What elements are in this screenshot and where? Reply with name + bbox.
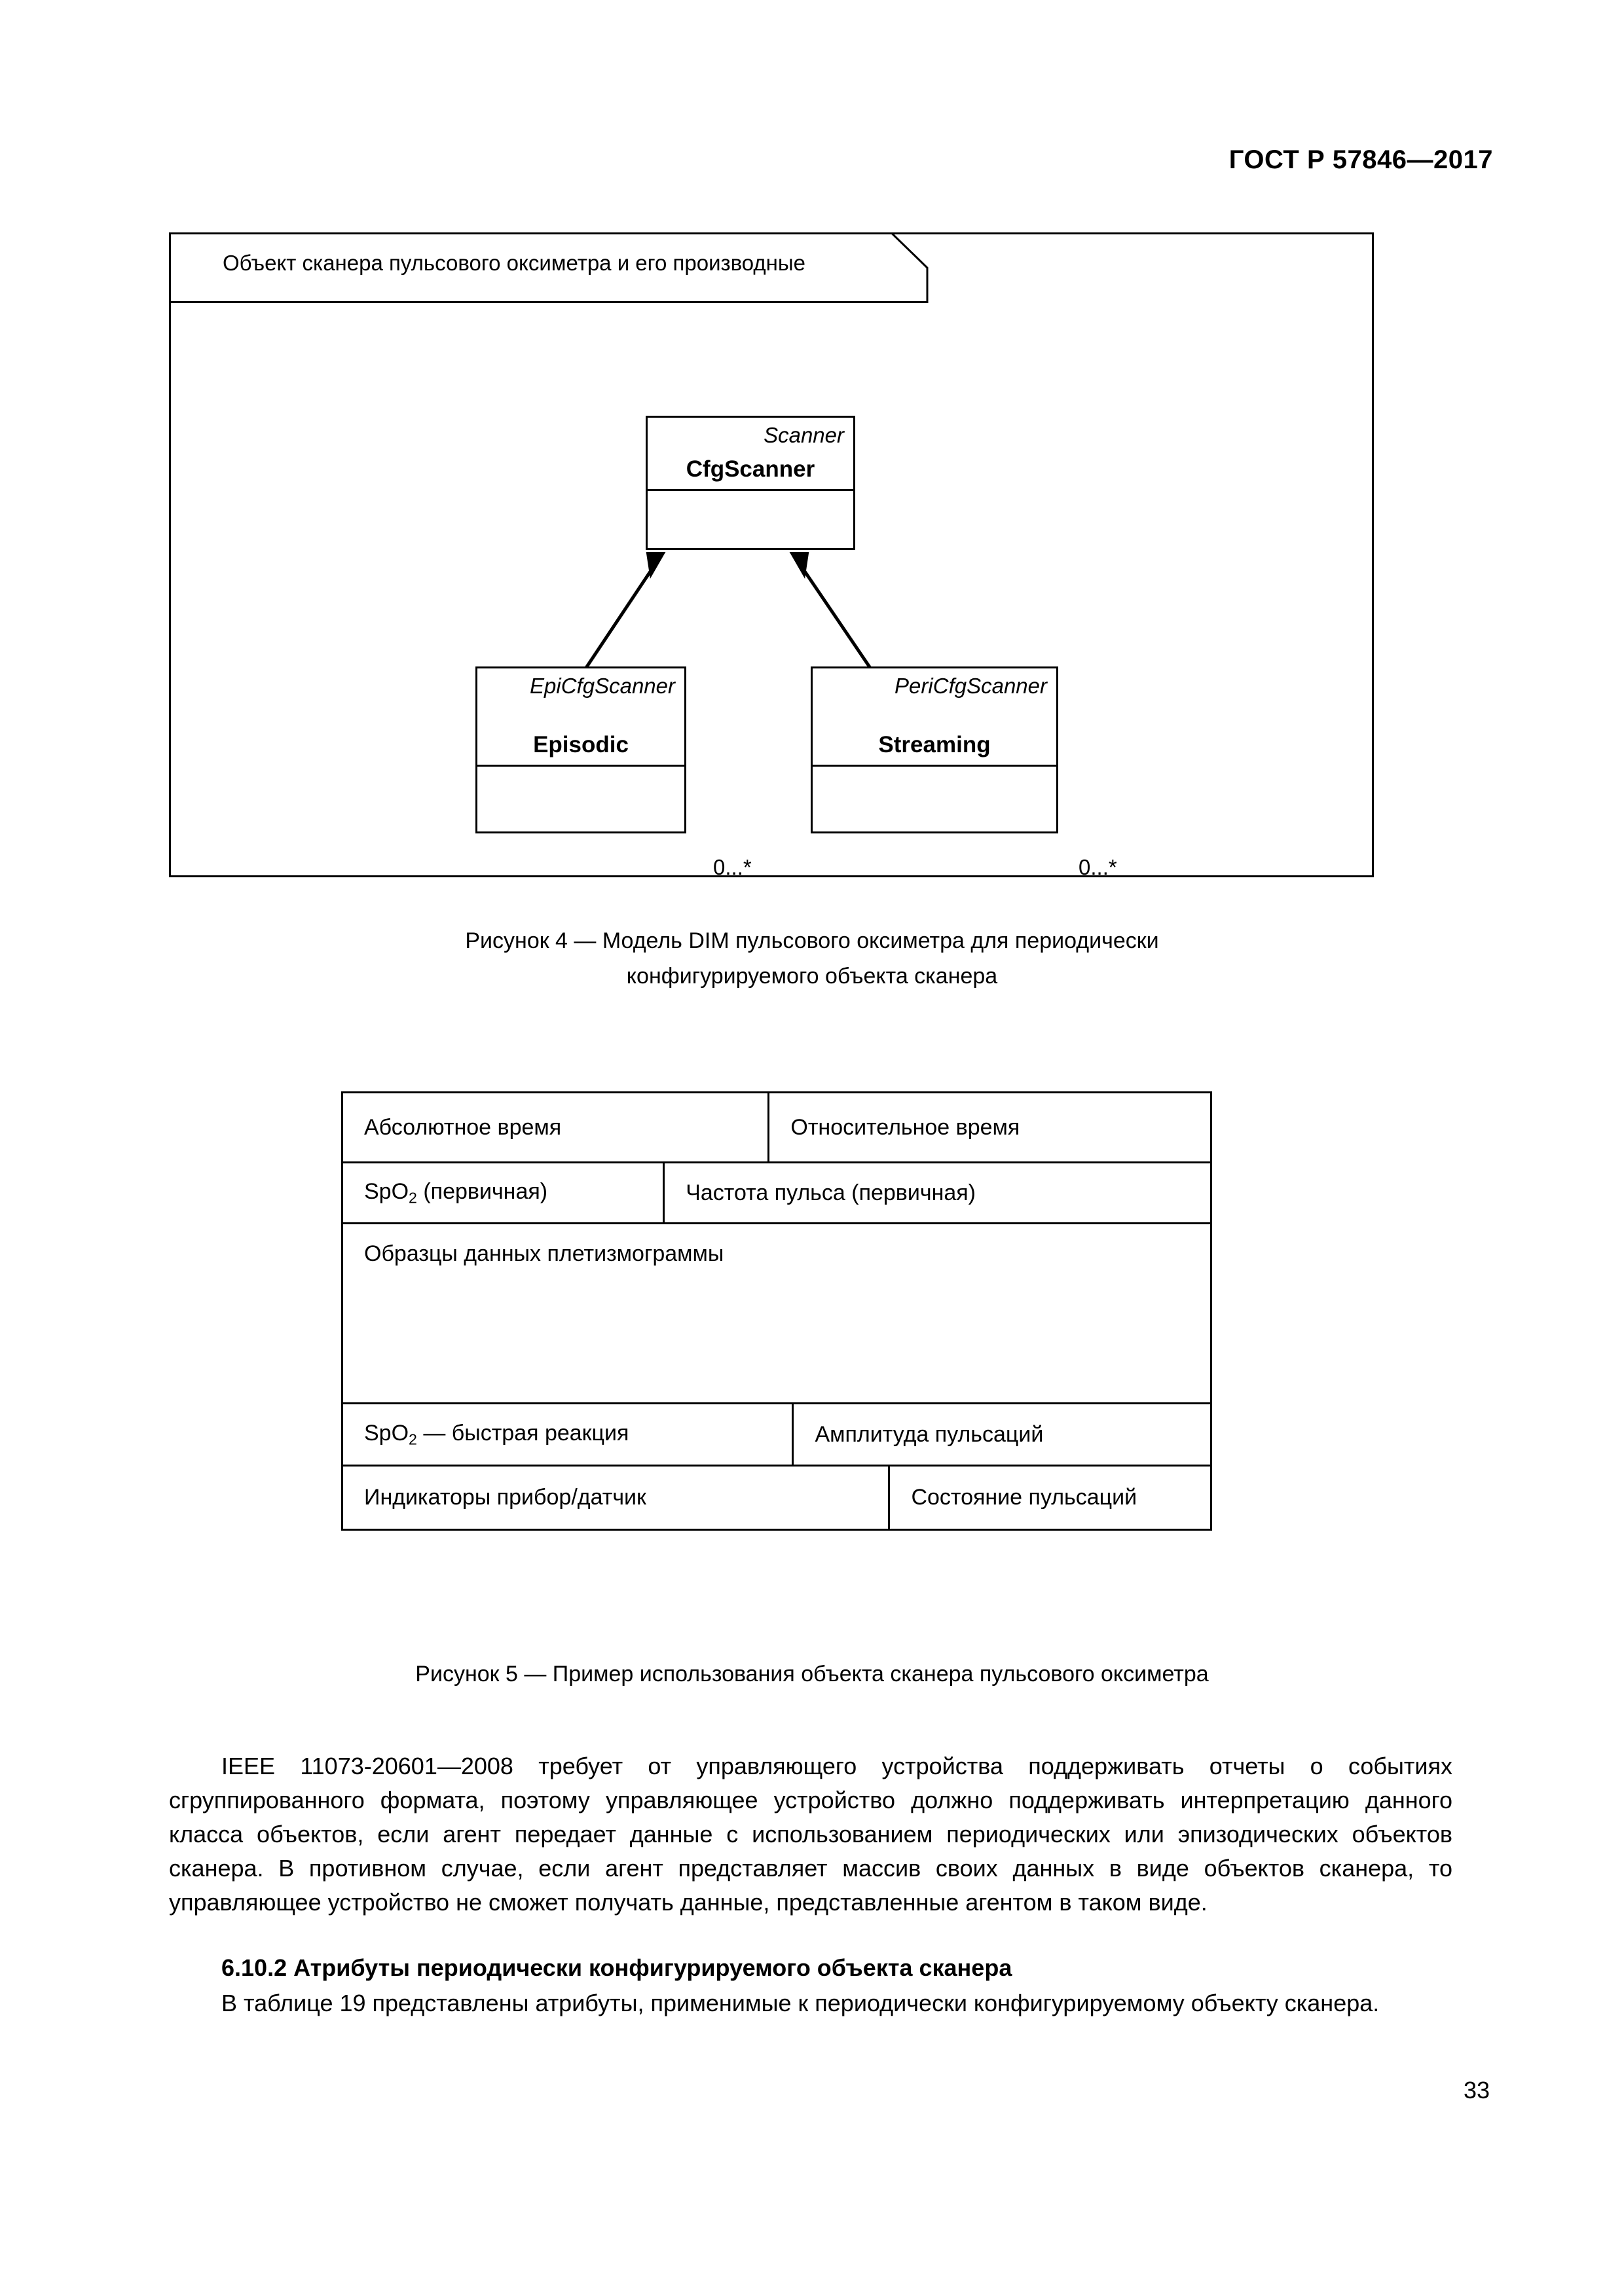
table-row: Абсолютное время Относительное время	[343, 1093, 1210, 1163]
uml-class-header-cfgscanner: Scanner CfgScanner	[648, 418, 853, 491]
uml-stereotype-cfgscanner: Scanner	[764, 423, 844, 447]
section-heading-6-10-2: 6.10.2 Атрибуты периодически конфигуриру…	[221, 1954, 1012, 1981]
body-paragraph-2-text: В таблице 19 представлены атрибуты, прим…	[221, 1990, 1380, 2016]
table-row: Образцы данных плетизмограммы	[343, 1224, 1210, 1404]
uml-package-tab: Объект сканера пульсового оксиметра и ег…	[169, 232, 929, 303]
body-paragraph-2: В таблице 19 представлены атрибуты, прим…	[169, 1986, 1452, 2020]
figure-4-caption-line-1: Рисунок 4 — Модель DIM пульсового оксиме…	[465, 928, 1159, 953]
table-cell-pulsation-status: Состояние пульсаций	[911, 1485, 1137, 1510]
uml-package-label: Объект сканера пульсового оксиметра и ег…	[223, 251, 805, 275]
uml-multiplicity-right: 0...*	[1079, 855, 1117, 879]
table-cell-spo2-fast-response-text: SpO2 — быстрая реакция	[364, 1420, 629, 1448]
uml-classname-episodic: Episodic	[533, 732, 629, 757]
table-cell-spo2-primary: SpO2 (первичная)	[343, 1163, 665, 1222]
table-cell-device-sensor-indicators: Индикаторы прибор/датчик	[343, 1467, 891, 1529]
uml-class-cfgscanner: Scanner CfgScanner	[646, 416, 855, 550]
uml-class-streaming: PeriCfgScanner Streaming	[811, 666, 1058, 833]
uml-generalization-arrows	[576, 552, 880, 681]
uml-stereotype-epicfgscanner: EpiCfgScanner	[530, 674, 675, 698]
table-cell-relative-time: Относительное время	[790, 1114, 1020, 1140]
table-row: Индикаторы прибор/датчик Состояние пульс…	[343, 1467, 1210, 1529]
page-header-standard-number: ГОСТ Р 57846—2017	[1228, 145, 1493, 174]
uml-classname-streaming: Streaming	[878, 732, 991, 757]
figure-4-caption-line-2: конфигурируемого объекта сканера	[626, 964, 998, 989]
body-paragraph-1: IEEE 11073-20601—2008 требует от управля…	[169, 1749, 1452, 1920]
uml-attributes-episodic	[477, 767, 684, 831]
table-row: SpO2 (первичная) Частота пульса (первичн…	[343, 1163, 1210, 1224]
table-cell-pulse-amplitude: Амплитуда пульсаций	[815, 1421, 1044, 1447]
figure-5-table: Абсолютное время Относительное время SpO…	[341, 1091, 1212, 1531]
uml-class-header-episodic: EpiCfgScanner Episodic	[477, 668, 684, 767]
table-cell-plethysmogram-samples: Образцы данных плетизмограммы	[364, 1241, 724, 1266]
uml-multiplicity-left: 0...*	[713, 855, 752, 879]
uml-class-episodic: EpiCfgScanner Episodic	[475, 666, 686, 833]
table-cell-pulse-rate-primary: Частота пульса (первичная)	[686, 1180, 976, 1205]
uml-classname-cfgscanner: CfgScanner	[686, 456, 815, 482]
uml-class-header-streaming: PeriCfgScanner Streaming	[813, 668, 1056, 767]
body-paragraph-1-text: IEEE 11073-20601—2008 требует от управля…	[169, 1753, 1452, 1916]
table-cell-spo2-fast-response: SpO2 — быстрая реакция	[343, 1404, 794, 1465]
table-row: SpO2 — быстрая реакция Амплитуда пульсац…	[343, 1404, 1210, 1467]
page-number: 33	[1463, 2077, 1490, 2104]
table-cell-spo2-primary-text: SpO2 (первичная)	[364, 1178, 548, 1207]
package-tab-shape-icon	[169, 232, 929, 303]
figure-5-caption: Рисунок 5 — Пример использования объекта…	[415, 1662, 1209, 1686]
uml-attributes-streaming	[813, 767, 1056, 831]
table-cell-absolute-time: Абсолютное время	[343, 1093, 770, 1161]
uml-attributes-cfgscanner	[648, 491, 853, 548]
figure-4-caption: Рисунок 4 — Модель DIM пульсового оксиме…	[0, 923, 1624, 994]
uml-stereotype-pericfgscanner: PeriCfgScanner	[895, 674, 1047, 698]
uml-package-frame: Объект сканера пульсового оксиметра и ег…	[169, 232, 1374, 879]
